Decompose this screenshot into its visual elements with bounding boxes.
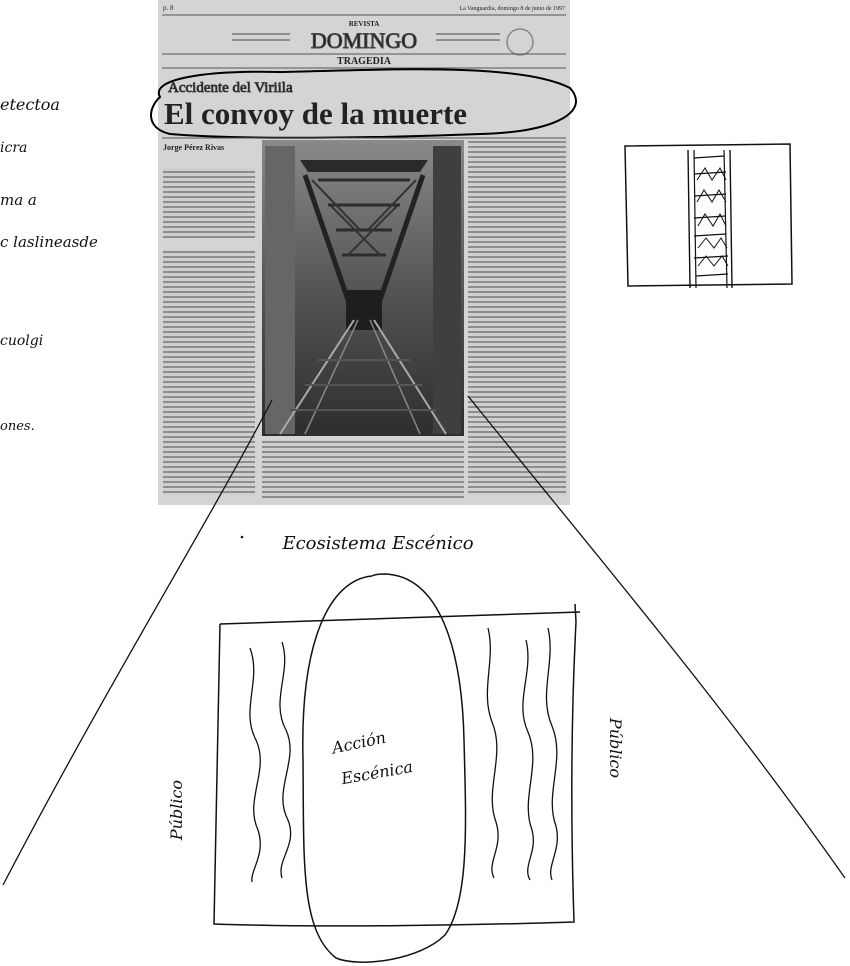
margin-note-3: ma a [0, 191, 37, 209]
newspaper-header-left: p. 8 [163, 4, 174, 12]
audience-wave-3 [486, 627, 499, 879]
masthead-kicker: REVISTA [349, 20, 380, 28]
margin-notes: etectoa icra ma a c laslineasde cuolgi o… [0, 95, 98, 434]
section-label: TRAGEDIA [337, 56, 392, 67]
right-audience-label: Público [606, 717, 625, 778]
projection-line-left [2, 399, 273, 886]
masthead-title: DOMINGO [311, 28, 417, 53]
headline-circle [150, 68, 577, 139]
diagram-title: Ecosistema Escénico [281, 533, 473, 554]
intro-text-block [163, 168, 255, 238]
bridge-photo [262, 140, 464, 436]
stage-diagram: Acción Escénica Público Público [167, 573, 625, 963]
bottom-center-text [262, 440, 464, 498]
action-oval [302, 573, 467, 963]
stamp-logo [506, 28, 534, 56]
audience-wave-1 [249, 647, 261, 883]
audience-wave-4 [522, 639, 534, 881]
byline: Jorge Pérez Rivas [163, 143, 224, 152]
margin-note-2: icra [0, 140, 27, 156]
stage-rectangle [213, 603, 581, 927]
headline: El convoy de la muerte [164, 96, 467, 131]
audience-wave-2 [279, 641, 292, 879]
margin-note-4: c laslineasde [0, 233, 98, 251]
newspaper-header-right: La Vanguardia, domingo 8 de junio de 199… [459, 6, 565, 12]
headline-kicker: Accidente del Viriila [168, 80, 293, 96]
margin-note-6: ones. [0, 419, 35, 434]
center-label-line2: Escénica [339, 757, 414, 788]
margin-note-5: cuolgi [0, 333, 43, 349]
right-column-text [468, 140, 566, 495]
margin-note-1: etectoa [0, 95, 60, 114]
left-audience-label: Público [167, 780, 186, 841]
projection-line-right [467, 395, 846, 879]
left-column-text [163, 250, 255, 495]
bridge-sketch [624, 143, 793, 289]
newspaper-clipping: p. 8 La Vanguardia, domingo 8 de junio d… [150, 0, 577, 505]
audience-wave-5 [545, 627, 558, 881]
ink-dot [240, 535, 244, 539]
center-label-line1: Acción [328, 728, 387, 758]
